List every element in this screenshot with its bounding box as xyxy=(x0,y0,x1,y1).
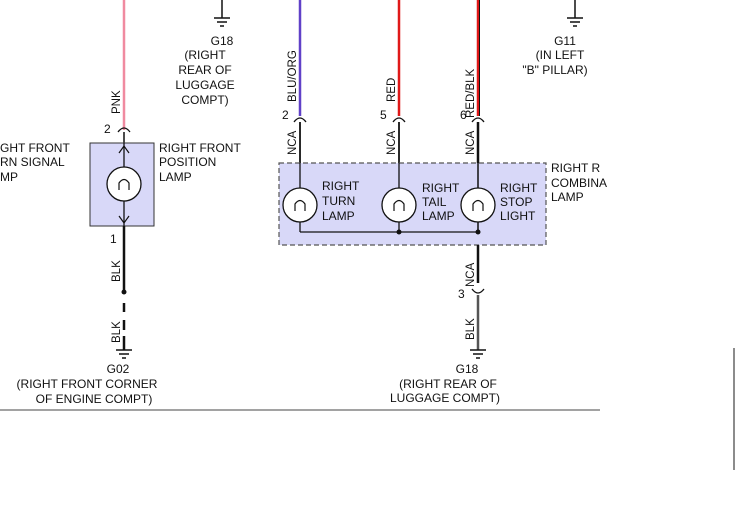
ground-g02-id: G02 xyxy=(107,362,130,376)
wire-label-blk-2: BLK xyxy=(111,321,123,343)
wire-label-pnk: PNK xyxy=(111,90,123,114)
ground-g18-top-id: G18 xyxy=(211,34,234,48)
front-turn-label-line: RN SIGNAL xyxy=(0,155,65,169)
wire-label-red: RED xyxy=(386,78,398,102)
wire-label-blk-3: BLK xyxy=(465,318,477,340)
ground-g18-top-loc: COMPT) xyxy=(181,93,228,107)
tail-lamp-label: TAIL xyxy=(422,195,447,209)
stop-light-label: STOP xyxy=(500,195,532,209)
ground-g11-top-loc: "B" PILLAR) xyxy=(522,63,587,77)
rear-combination-lamp: BLU/ORG RED RED/BLK 2 5 6 NCA NCA NCA xyxy=(278,0,607,405)
front-turn-label-line: MP xyxy=(0,170,18,184)
front-position-label: RIGHT FRONT xyxy=(159,141,241,155)
tail-lamp-label: RIGHT xyxy=(422,181,460,195)
ground-g18-bottom-loc: LUGGAGE COMPT) xyxy=(390,391,500,405)
ground-g11-top-loc: (IN LEFT xyxy=(536,48,585,62)
ground-g02-loc: (RIGHT FRONT CORNER xyxy=(17,377,158,391)
ground-g18-bottom-id: G18 xyxy=(456,362,479,376)
turn-lamp-label: LAMP xyxy=(322,209,355,223)
front-position-circuit: PNK 2 RIGHT FRONT POSITION LAMP 1 BLK BL… xyxy=(17,0,241,406)
stop-light-label: LIGHT xyxy=(500,209,536,223)
rear-combination-label: RIGHT R xyxy=(551,161,600,175)
ground-g18-top-loc: REAR OF xyxy=(178,63,231,77)
ground-g18-top: G18 (RIGHT REAR OF LUGGAGE COMPT) xyxy=(175,0,235,107)
tail-lamp-bulb-icon xyxy=(381,187,417,223)
stop-light-label: RIGHT xyxy=(500,181,538,195)
nca-tail: NCA xyxy=(386,130,398,155)
turn-lamp-label: RIGHT xyxy=(322,179,360,193)
rear-combination-label: COMBINA xyxy=(551,176,607,190)
pin-front-position-top: 2 xyxy=(104,122,111,136)
pin-front-position-bottom: 1 xyxy=(110,232,117,246)
tail-lamp-label: LAMP xyxy=(422,209,455,223)
front-turn-label-line: GHT FRONT xyxy=(0,141,70,155)
nca-turn: NCA xyxy=(287,130,299,155)
ground-g11-top: G11 (IN LEFT "B" PILLAR) xyxy=(522,0,588,77)
nca-bottom: NCA xyxy=(465,262,477,287)
pin-tail: 5 xyxy=(380,108,387,122)
stop-light-bulb-icon xyxy=(460,187,496,223)
ground-g11-top-id: G11 xyxy=(554,34,576,48)
front-position-label: LAMP xyxy=(159,170,192,184)
wire-label-blu-org: BLU/ORG xyxy=(287,50,299,102)
pin-bottom: 3 xyxy=(458,287,465,301)
wire-label-red-blk: RED/BLK xyxy=(465,68,477,118)
turn-lamp-label: TURN xyxy=(322,194,355,208)
pin-stop: 6 xyxy=(460,108,467,122)
rear-combination-label: LAMP xyxy=(551,190,584,204)
wire-label-blk-1: BLK xyxy=(111,260,123,282)
ground-g18-top-loc: (RIGHT xyxy=(184,48,226,62)
front-turn-signal-label: GHT FRONT RN SIGNAL MP xyxy=(0,141,70,184)
pin-turn: 2 xyxy=(282,108,289,122)
turn-lamp-bulb-icon xyxy=(282,187,318,223)
nca-stop: NCA xyxy=(465,130,477,155)
front-position-label: POSITION xyxy=(159,155,216,169)
ground-g02-loc: OF ENGINE COMPT) xyxy=(36,392,153,406)
ground-g18-top-loc: LUGGAGE xyxy=(175,78,234,92)
ground-g18-bottom-loc: (RIGHT REAR OF xyxy=(399,377,497,391)
front-position-bulb-icon xyxy=(106,166,142,202)
